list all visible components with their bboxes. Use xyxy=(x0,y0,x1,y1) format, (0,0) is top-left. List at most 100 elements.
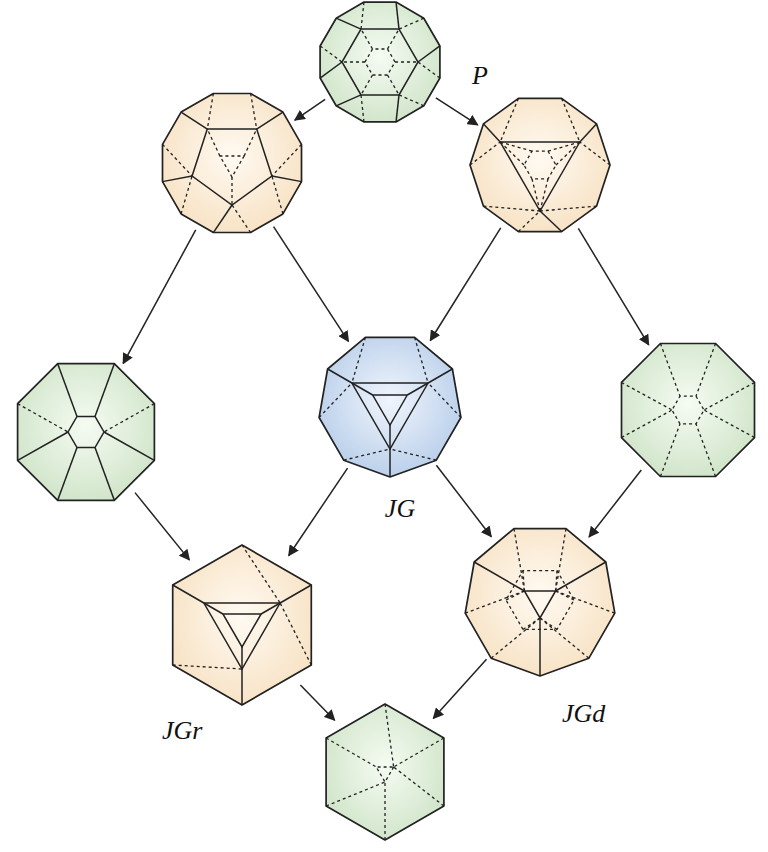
polyhedron-face xyxy=(192,129,272,205)
polyhedron-drawing xyxy=(468,93,612,237)
hidden-edge xyxy=(181,176,192,214)
polyhedron-edge xyxy=(207,129,220,156)
polyhedron-face xyxy=(524,151,556,179)
hidden-edge xyxy=(272,144,302,176)
polyhedron-name: JG xyxy=(385,495,415,524)
hidden-edge xyxy=(660,343,680,396)
arrow xyxy=(135,493,189,560)
hidden-edge xyxy=(556,529,566,591)
polyhedron-face xyxy=(376,767,393,782)
polyhedron-drawing xyxy=(614,336,762,484)
polyhedron-edge xyxy=(336,18,361,29)
polyhedron-edge xyxy=(213,205,232,233)
hidden-edge xyxy=(621,410,672,438)
polyhedron-edge xyxy=(361,29,373,49)
polyhedron-edge xyxy=(261,603,280,614)
polyhedron-edge xyxy=(280,585,311,603)
polyhedron-drawing xyxy=(316,331,464,479)
polyhedron-outline xyxy=(163,94,302,233)
polyhedron-face xyxy=(204,603,280,669)
hidden-edge xyxy=(562,98,580,142)
polyhedron-outline xyxy=(465,529,615,676)
polyhedron-face xyxy=(373,395,408,425)
polyhedron-edge xyxy=(389,425,391,449)
hidden-edge xyxy=(483,206,540,211)
polyhedron-edge xyxy=(396,2,399,29)
polyhedron-drawing xyxy=(10,356,162,508)
polyhedron xyxy=(614,336,762,484)
arrow xyxy=(123,230,196,364)
arrow xyxy=(274,227,349,342)
hidden-edge xyxy=(500,98,518,142)
arrow xyxy=(589,470,641,537)
hidden-edge xyxy=(390,449,436,460)
polyhedron-edge xyxy=(580,124,597,142)
polyhedron xyxy=(158,89,306,237)
polyhedron-edge xyxy=(556,591,574,600)
polyhedron-drawing xyxy=(462,522,618,678)
polyhedron-edge xyxy=(173,585,204,603)
polyhedron-edge xyxy=(500,142,532,151)
arrow xyxy=(433,659,486,718)
hidden-edge xyxy=(418,62,440,78)
polyhedron-edge xyxy=(389,449,391,477)
hidden-edge xyxy=(385,704,394,767)
polyhedron-edge xyxy=(418,46,440,62)
hidden-edge xyxy=(361,95,364,122)
polyhedron-outline xyxy=(326,704,444,840)
hidden-edge xyxy=(384,782,385,840)
polyhedron-edge xyxy=(540,618,557,629)
polyhedron-edge xyxy=(540,179,548,211)
hidden-edge xyxy=(621,382,672,410)
polyhedron-edge xyxy=(361,75,373,95)
hidden-edge xyxy=(696,343,716,396)
polyhedron-edge xyxy=(539,618,541,676)
hidden-edge xyxy=(319,383,352,418)
polyhedron-edge xyxy=(396,95,399,122)
polyhedron-edge xyxy=(204,603,223,614)
polyhedron xyxy=(468,93,612,237)
polyhedron-label: JG xyxy=(385,495,415,524)
hidden-edge xyxy=(704,410,755,438)
hidden-edge xyxy=(326,738,376,767)
arrow xyxy=(436,98,478,125)
polyhedron-edge xyxy=(241,647,243,669)
polyhedron-edge xyxy=(474,562,524,591)
hidden-edge xyxy=(251,93,257,129)
hidden-edge xyxy=(242,545,280,603)
polyhedron-edge xyxy=(241,669,243,705)
polyhedron-edge xyxy=(58,448,77,501)
polyhedron xyxy=(315,702,455,842)
polyhedron-edge xyxy=(244,129,257,156)
hidden-edge xyxy=(704,382,755,410)
polyhedron-edge xyxy=(395,61,418,62)
polyhedron-edge xyxy=(483,124,500,142)
polyhedron-face xyxy=(220,156,244,177)
hidden-edge xyxy=(491,618,540,658)
polyhedron-face xyxy=(672,396,704,424)
hidden-edge xyxy=(272,176,283,214)
polyhedron-edge xyxy=(162,176,192,182)
polyhedron-outline xyxy=(470,98,610,231)
hidden-edge xyxy=(556,591,615,613)
polyhedron-drawing xyxy=(315,702,455,842)
polyhedron-edge xyxy=(428,369,452,383)
hidden-edge xyxy=(428,383,461,418)
hidden-edge xyxy=(326,782,385,806)
polyhedron-edge xyxy=(556,571,557,591)
polyhedron-edge xyxy=(336,95,361,106)
polyhedron-outline xyxy=(319,337,461,477)
hidden-edge xyxy=(394,767,444,806)
polyhedron-edge xyxy=(556,562,606,591)
hidden-edge xyxy=(540,618,589,658)
polyhedron-outline xyxy=(173,545,312,705)
polyhedron-edge xyxy=(95,364,114,417)
hidden-edge xyxy=(696,424,716,477)
arrow xyxy=(578,228,648,344)
polyhedron-edge xyxy=(523,618,540,629)
polyhedron-drawing xyxy=(160,543,324,707)
polyhedron-name: JGr xyxy=(162,717,202,746)
hidden-edge xyxy=(399,95,424,106)
polyhedron-label: P xyxy=(472,62,488,91)
